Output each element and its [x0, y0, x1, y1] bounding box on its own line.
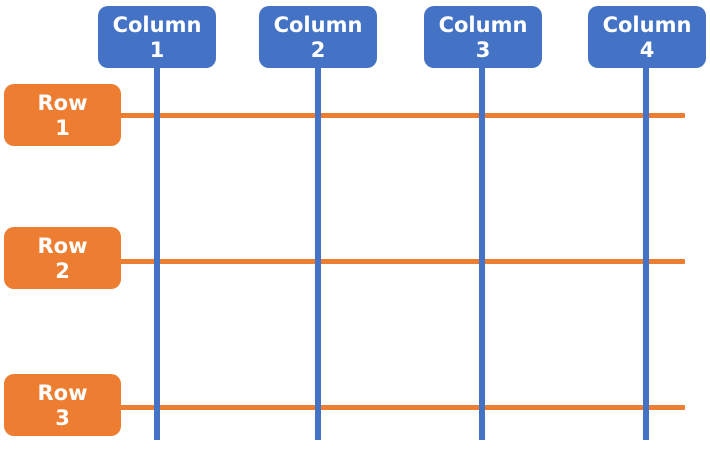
- row-header-word: Row: [37, 381, 88, 405]
- row-header-2: Row 2: [4, 227, 121, 289]
- row-header-number: 1: [55, 116, 70, 140]
- row-header-number: 3: [55, 406, 70, 430]
- row-line-1: [118, 113, 685, 118]
- column-line-1: [154, 62, 160, 440]
- column-header-word: Column: [602, 13, 692, 37]
- column-header-3: Column 3: [424, 6, 542, 68]
- column-header-word: Column: [438, 13, 528, 37]
- column-header-word: Column: [273, 13, 363, 37]
- column-header-2: Column 2: [259, 6, 377, 68]
- column-line-3: [479, 62, 485, 440]
- row-header-1: Row 1: [4, 84, 121, 146]
- column-header-1: Column 1: [98, 6, 216, 68]
- column-header-word: Column: [112, 13, 202, 37]
- row-line-3: [118, 405, 685, 410]
- column-header-number: 4: [639, 38, 655, 62]
- column-header-number: 2: [310, 38, 326, 62]
- column-line-4: [643, 62, 649, 440]
- column-header-number: 1: [149, 38, 165, 62]
- row-header-3: Row 3: [4, 374, 121, 436]
- row-header-word: Row: [37, 91, 88, 115]
- column-header-number: 3: [475, 38, 491, 62]
- row-header-number: 2: [55, 259, 70, 283]
- row-line-2: [118, 259, 685, 264]
- column-line-2: [315, 62, 321, 440]
- column-header-4: Column 4: [588, 6, 706, 68]
- row-header-word: Row: [37, 234, 88, 258]
